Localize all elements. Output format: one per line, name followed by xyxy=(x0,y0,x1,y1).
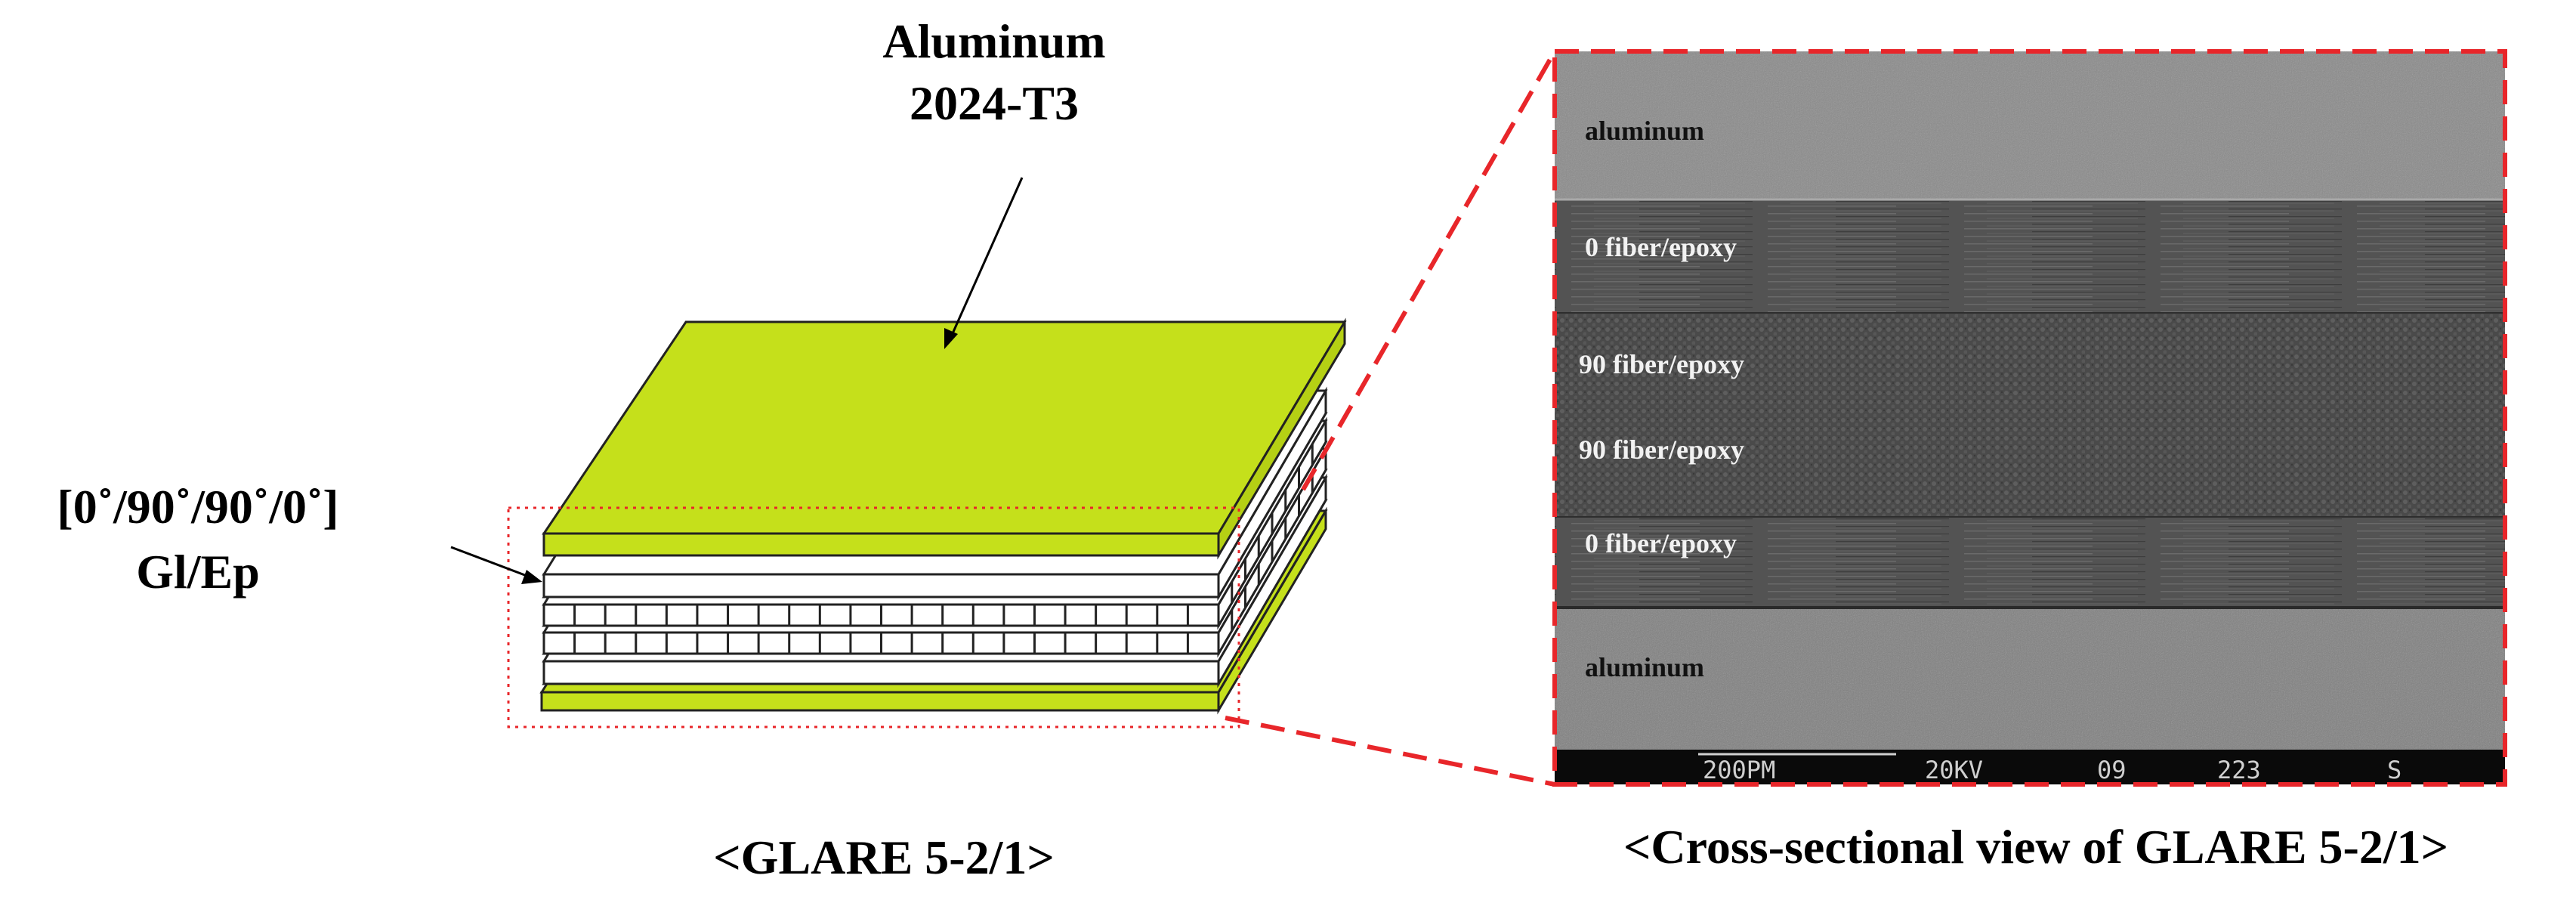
aluminum-sheet-top xyxy=(542,317,1347,560)
sem-layer-label-aluminum-top: aluminum xyxy=(1585,116,1704,146)
sem-image: aluminum 0 fiber/epoxy 90 fiber/epoxy 90… xyxy=(1552,49,2507,787)
sem-layer-label-90-a: 90 fiber/epoxy xyxy=(1579,349,1744,379)
sem-scale-length: 200PM xyxy=(1703,756,1775,784)
highlight-box xyxy=(507,506,1240,728)
sem-field-3: S xyxy=(2387,756,2401,784)
layup-arrow xyxy=(450,546,542,584)
zoom-lines xyxy=(1225,50,1557,787)
sem-scalebar xyxy=(1555,750,2505,784)
sem-frame xyxy=(1552,49,2507,787)
sem-layer-label-aluminum-bottom: aluminum xyxy=(1585,652,1704,682)
caption-left: <GLARE 5-2/1> xyxy=(713,830,1055,884)
aluminum-label-line1: Aluminum xyxy=(882,14,1105,68)
sem-layer-label-0-bottom: 0 fiber/epoxy xyxy=(1585,528,1737,558)
sem-field-2: 223 xyxy=(2217,756,2261,784)
caption-right: <Cross-sectional view of GLARE 5-2/1> xyxy=(1623,820,2448,874)
sem-layer-label-90-b: 90 fiber/epoxy xyxy=(1579,435,1744,465)
laminate-stack xyxy=(507,317,1347,728)
aluminum-arrow xyxy=(944,177,1024,349)
aluminum-label-line2: 2024-T3 xyxy=(910,76,1079,130)
sem-layer-label-0-top: 0 fiber/epoxy xyxy=(1585,232,1737,262)
layup-label-line1: [0˚/90˚/90˚/0˚] xyxy=(57,480,338,534)
sem-field-1: 09 xyxy=(2097,756,2127,784)
sem-voltage: 20KV xyxy=(1925,756,1983,784)
layup-label-line2: Gl/Ep xyxy=(136,545,260,599)
